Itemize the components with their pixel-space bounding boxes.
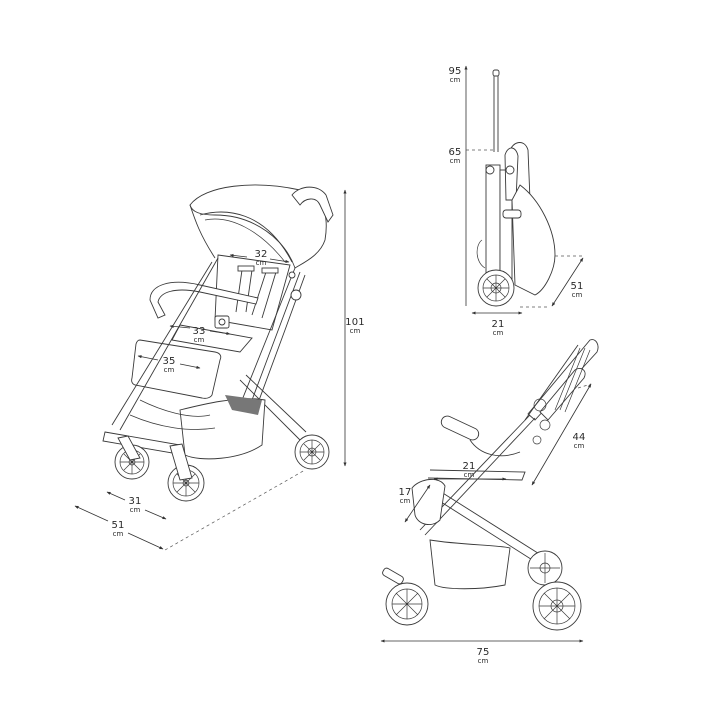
folded-depth-label: 21 cm bbox=[487, 320, 509, 337]
side-front-wheel bbox=[385, 582, 429, 626]
handle-extended-height-label: 95 cm bbox=[446, 67, 464, 84]
overall-width-label: 51 cm bbox=[107, 521, 129, 538]
seat-width-value: 33 bbox=[192, 326, 206, 337]
footrest-width-unit: cm bbox=[163, 366, 175, 374]
front-wheel-track-unit: cm bbox=[129, 506, 141, 514]
front-wheel-track-value: 31 bbox=[128, 496, 142, 507]
folded-height-unit: cm bbox=[449, 157, 461, 165]
leg-rest-length-label: 17 cm bbox=[396, 488, 414, 505]
backrest-height-value: 44 bbox=[572, 432, 586, 443]
side-rear-small-wheel bbox=[527, 550, 563, 586]
folded-view-drawing bbox=[476, 69, 556, 307]
overall-width-unit: cm bbox=[112, 530, 124, 538]
seat-depth-unit: cm bbox=[463, 471, 475, 479]
front-wheel-track-label: 31 cm bbox=[124, 497, 146, 514]
seat-width-unit: cm bbox=[193, 336, 205, 344]
side-view-dimensions bbox=[380, 383, 592, 643]
seat-depth-label: 21 cm bbox=[458, 462, 480, 479]
handle-extended-height-value: 95 bbox=[448, 66, 462, 77]
footrest-width-label: 35 cm bbox=[158, 357, 180, 374]
side-view-drawing bbox=[382, 339, 599, 631]
folded-height-label: 65 cm bbox=[446, 148, 464, 165]
folded-height-value: 65 bbox=[448, 147, 462, 158]
backrest-height-unit: cm bbox=[573, 442, 585, 450]
rear-wheel bbox=[294, 434, 330, 470]
front-view-drawing bbox=[102, 184, 334, 502]
footrest-width-value: 35 bbox=[162, 356, 176, 367]
height-unit: cm bbox=[349, 327, 361, 335]
side-rear-wheel bbox=[532, 581, 582, 631]
seat-depth-value: 21 bbox=[462, 461, 476, 472]
folded-depth-value: 21 bbox=[491, 319, 505, 330]
canopy-width-label: 32 cm bbox=[250, 250, 272, 267]
overall-length-value: 75 bbox=[476, 647, 490, 658]
front-view-dimensions bbox=[74, 189, 347, 551]
overall-length-label: 75 cm bbox=[472, 648, 494, 665]
overall-width-value: 51 bbox=[111, 520, 125, 531]
folded-width-value: 51 bbox=[570, 281, 584, 292]
canopy-width-unit: cm bbox=[255, 259, 267, 267]
overall-length-unit: cm bbox=[477, 657, 489, 665]
height-value: 101 bbox=[345, 317, 365, 328]
canopy-width-value: 32 bbox=[254, 249, 268, 260]
folded-depth-unit: cm bbox=[492, 329, 504, 337]
folded-view-dimensions bbox=[464, 65, 585, 315]
leg-rest-length-unit: cm bbox=[399, 497, 411, 505]
handle-extended-height-unit: cm bbox=[449, 76, 461, 84]
folded-width-unit: cm bbox=[571, 291, 583, 299]
leg-rest-length-value: 17 bbox=[398, 487, 412, 498]
height-label: 101 cm bbox=[344, 318, 366, 335]
backrest-height-label: 44 cm bbox=[568, 433, 590, 450]
seat-width-label: 33 cm bbox=[188, 327, 210, 344]
folded-width-label: 51 cm bbox=[566, 282, 588, 299]
